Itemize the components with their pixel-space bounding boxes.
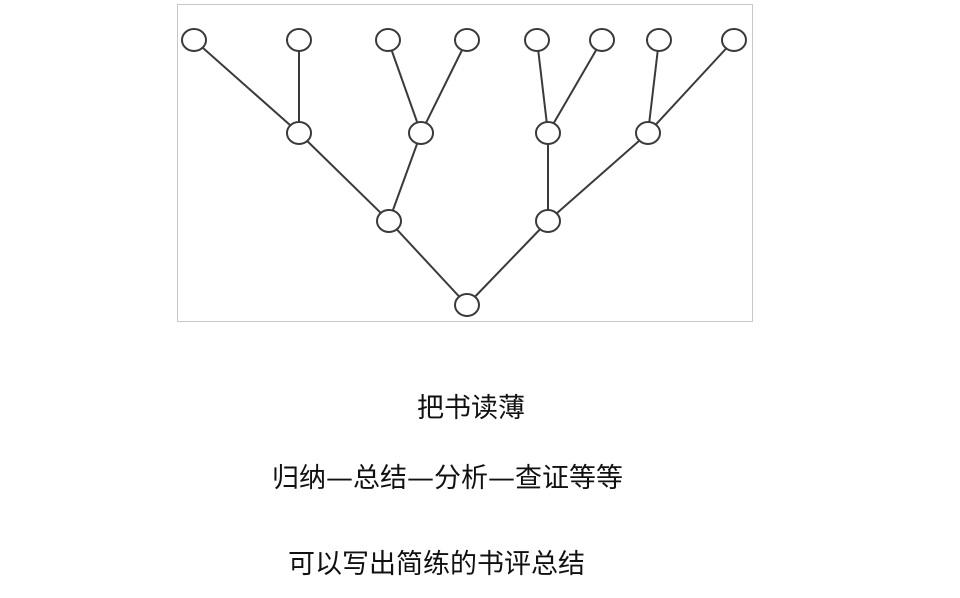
caption-title: 把书读薄	[417, 393, 525, 424]
tree-node-n2	[535, 209, 561, 233]
tree-nodes	[181, 28, 747, 317]
tree-node-l8	[721, 28, 747, 52]
tree-edge-l8-m4	[647, 39, 735, 134]
tree-edges	[193, 39, 735, 306]
tree-node-n1	[376, 209, 402, 233]
tree-edge-m1-n1	[298, 132, 390, 222]
tree-edge-l6-m3	[547, 39, 603, 134]
tree-edge-m4-n2	[547, 132, 649, 222]
tree-node-m4	[635, 121, 661, 145]
caption-steps: 归纳—总结—分析—查证等等	[272, 463, 623, 494]
tree-node-root	[454, 293, 480, 317]
tree-node-m2	[408, 121, 434, 145]
tree-edge-l5-m3	[536, 39, 549, 134]
tree-edge-n1-root	[388, 220, 468, 306]
tree-node-l6	[589, 28, 615, 52]
tree-node-l4	[454, 28, 480, 52]
tree-node-m1	[286, 121, 312, 145]
tree-node-l1	[181, 28, 207, 52]
tree-edge-m2-n1	[388, 132, 422, 222]
tree-node-m3	[535, 121, 561, 145]
tree-edge-l1-m1	[193, 39, 300, 134]
tree-edge-l3-m2	[387, 39, 422, 134]
tree-node-l7	[646, 28, 672, 52]
caption-result: 可以写出简练的书评总结	[288, 549, 585, 580]
tree-edge-n2-root	[466, 220, 549, 306]
tree-edge-l4-m2	[420, 39, 468, 134]
tree-node-l5	[524, 28, 550, 52]
tree-node-l2	[286, 28, 312, 52]
tree-edge-l7-m4	[647, 39, 660, 134]
tree-node-l3	[375, 28, 401, 52]
